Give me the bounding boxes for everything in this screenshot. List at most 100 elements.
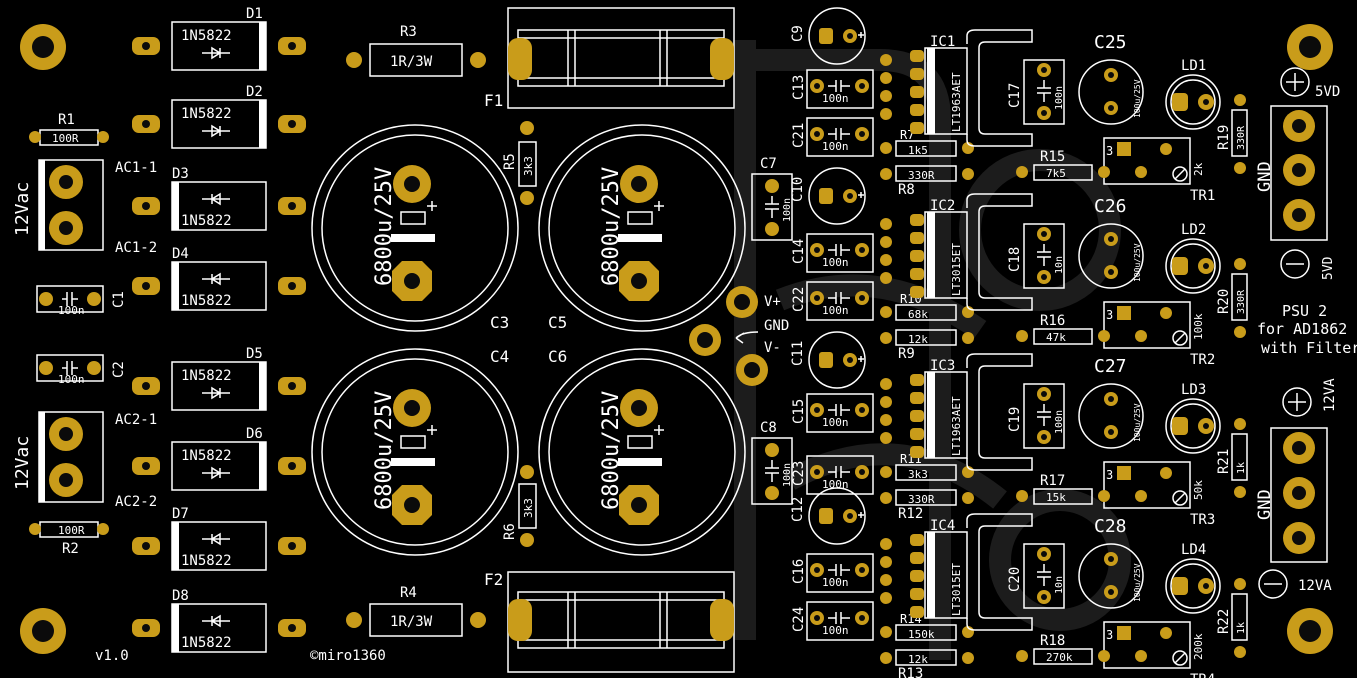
trimmer-pin1: 3 <box>1106 628 1113 642</box>
label-12va-neg: 12VA <box>1298 578 1332 594</box>
c5-ref: C5 <box>548 313 567 332</box>
label-ac1-2: AC1-2 <box>115 240 157 256</box>
r6-ref: R6 <box>502 523 518 540</box>
label-ac1-1: AC1-1 <box>115 160 157 176</box>
resistor-value: 1k <box>1236 622 1247 634</box>
ic-part: LT1963AET <box>950 72 963 132</box>
resistor-value: 15k <box>1046 491 1066 504</box>
ic-ref: IC2 <box>930 198 955 214</box>
board-title-line-2: for AD1862 <box>1257 320 1347 338</box>
ceramic-cap-value: 100n <box>822 140 849 153</box>
c6-ref: C6 <box>548 347 567 366</box>
small-cap-ref: C10 <box>790 177 806 202</box>
ceramic-cap-ref: C15 <box>791 399 807 424</box>
r1-value: 100R <box>52 132 79 145</box>
diode-value: 1N5822 <box>181 635 232 651</box>
led-ref: LD4 <box>1181 542 1206 558</box>
ceramic-cap-ref: C16 <box>791 559 807 584</box>
cap-ref: C26 <box>1094 196 1127 217</box>
led: LD4 <box>1165 542 1221 614</box>
input-terminal-1 <box>38 159 104 251</box>
board-title-line-3: with Filter <box>1261 339 1357 357</box>
led: LD1 <box>1165 58 1221 130</box>
resistor-ref: R13 <box>898 666 923 678</box>
small-cap-ref: C12 <box>790 497 806 522</box>
cap-value: 100n <box>1054 86 1065 110</box>
c2-value: 100n <box>58 373 85 386</box>
resistor-r6 <box>518 465 537 547</box>
diode-ref: D5 <box>246 346 263 362</box>
electrolytic-c4: 6800u/25V <box>311 348 519 556</box>
cap-ref: C20 <box>1007 567 1023 592</box>
resistor-r5 <box>518 121 537 205</box>
c7-ref: C7 <box>760 156 777 172</box>
label-12vac-1: 12Vac <box>12 182 33 236</box>
ceramic-cap-ref: C22 <box>791 287 807 312</box>
c1-ref: C1 <box>111 291 127 308</box>
resistor-r4 <box>346 603 486 637</box>
small-cap-ref: C11 <box>790 341 806 366</box>
trimmer-value: 200k <box>1192 633 1205 660</box>
resistor-ref: R17 <box>1040 473 1065 489</box>
c8-value: 100n <box>782 463 793 487</box>
trimmer-pin1: 3 <box>1106 308 1113 322</box>
cap-ref: C28 <box>1094 516 1127 537</box>
r1-ref: R1 <box>58 112 75 128</box>
electrolytic-c6: 6800u/25V <box>538 348 746 556</box>
ceramic-cap-ref: C23 <box>791 461 807 486</box>
led-ref: LD1 <box>1181 58 1206 74</box>
resistor-value: 330R <box>1236 125 1247 150</box>
resistor-value: 7k5 <box>1046 167 1066 180</box>
regulator-channel-4: C12100nC16100nC24150kR1412kR13IC4LT3015E… <box>790 487 1248 678</box>
label-vplus: V+ <box>764 294 781 310</box>
electrolytic-c5: 6800u/25V <box>538 124 746 332</box>
diode-group: 1N5822D11N5822D21N5822D31N5822D41N5822D5… <box>132 6 306 653</box>
c8-ref: C8 <box>760 420 777 436</box>
electrolytic-value: 6800u/25V <box>372 167 397 286</box>
small-cap-ref: C9 <box>790 25 806 42</box>
resistor-value: 270k <box>1046 651 1073 664</box>
cap-ref: C25 <box>1094 32 1127 53</box>
output-terminal-bottom <box>1258 387 1328 599</box>
label-5vd-neg: 5VD <box>1321 256 1336 280</box>
resistor-value: 12k <box>908 653 928 666</box>
c4-ref: C4 <box>490 347 509 366</box>
version-label: v1.0 <box>95 648 129 664</box>
input-terminal-2 <box>38 411 104 503</box>
output-terminal-top <box>1270 67 1328 279</box>
ic-part: LT1963AET <box>950 396 963 456</box>
cap-ref: C19 <box>1007 407 1023 432</box>
r5-ref: R5 <box>502 153 518 170</box>
ceramic-cap-value: 100n <box>822 576 849 589</box>
ic-ref: IC4 <box>930 518 955 534</box>
resistor-value: 47k <box>1046 331 1066 344</box>
diode-value: 1N5822 <box>181 213 232 229</box>
ceramic-cap-value: 100n <box>822 304 849 317</box>
trimmer-ref: TR4 <box>1190 672 1215 678</box>
trimmer-ref: TR2 <box>1190 352 1215 368</box>
electrolytic-value: 6800u/25V <box>599 167 624 286</box>
